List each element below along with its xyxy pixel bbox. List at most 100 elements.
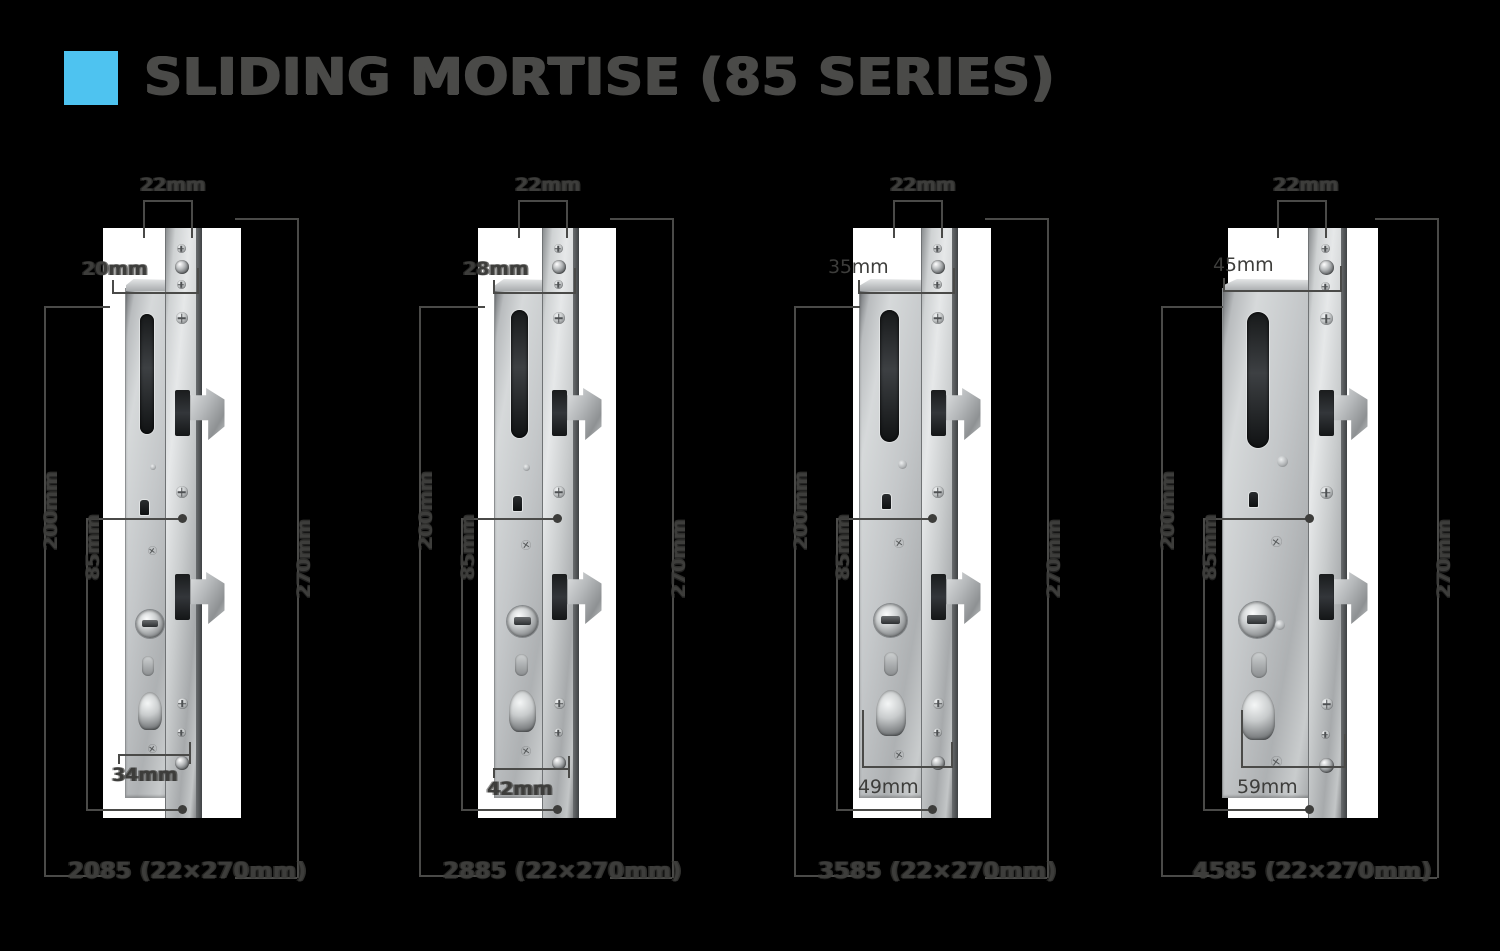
- dim-tick: [518, 200, 520, 238]
- dim-tick: [493, 768, 495, 778]
- dim-tick: [86, 518, 182, 520]
- dim-point-marker: [178, 805, 187, 814]
- dim-tick: [985, 877, 1047, 879]
- dim-tick: [1203, 518, 1309, 520]
- dim-tick: [235, 218, 297, 220]
- dim-tick: [197, 268, 199, 294]
- faceplate-screw: [175, 312, 188, 324]
- euro-profile-hole: [508, 690, 536, 732]
- dim-label-case-width: 42mm: [487, 778, 553, 800]
- dim-line-centers-outer: [44, 306, 46, 876]
- dim-label-overall: 270mm: [293, 519, 315, 598]
- lock-case: [1221, 288, 1314, 798]
- dim-label-case-width: 34mm: [112, 764, 178, 786]
- cylinder-hole: [1238, 602, 1275, 638]
- faceplate-screw: [553, 728, 563, 737]
- dim-line-backset: [493, 292, 575, 294]
- dim-tick: [941, 200, 943, 238]
- dim-line-case-width: [118, 754, 190, 756]
- product-card-4585[interactable]: 22mm 45mm 270mm 200mm 85mm 59mm 4585 (2: [1125, 150, 1500, 930]
- dim-tick: [836, 809, 932, 811]
- dim-tick: [189, 742, 191, 764]
- keyway-slot: [881, 494, 891, 509]
- faceplate-screw: [1319, 312, 1333, 325]
- dim-line-faceplate-width: [518, 200, 568, 202]
- dim-label-faceplate-width: 22mm: [515, 174, 581, 196]
- dim-label-centers-outer: 200mm: [415, 471, 437, 550]
- case-screw: [148, 546, 157, 555]
- dim-label-overall: 270mm: [668, 519, 690, 598]
- bolt-aperture: [1318, 574, 1334, 620]
- faceplate-hole: [1318, 260, 1334, 275]
- product-gallery: 22mm 20mm 270mm 200mm 85mm: [0, 150, 1500, 930]
- euro-profile-hole: [1240, 690, 1275, 740]
- faceplate-screw: [176, 728, 186, 737]
- faceplate-screw: [932, 244, 942, 253]
- faceplate: [164, 228, 202, 818]
- dim-tick: [951, 742, 953, 768]
- faceplate: [541, 228, 579, 818]
- lock-case: [858, 288, 931, 798]
- dim-tick: [1277, 200, 1279, 238]
- case-screw: [1271, 536, 1282, 547]
- dim-line-overall: [672, 218, 674, 878]
- faceplate-screw: [176, 244, 186, 253]
- pin-hole: [897, 460, 907, 469]
- case-screw: [521, 746, 531, 756]
- dim-line-overall: [297, 218, 299, 878]
- dim-label-centers-inner: 85mm: [832, 514, 854, 580]
- dim-label-faceplate-width: 22mm: [140, 174, 206, 196]
- faceplate-screw: [176, 280, 186, 289]
- dim-label-centers-inner: 85mm: [457, 514, 479, 580]
- case-screw: [521, 540, 531, 550]
- dim-tick: [461, 518, 557, 520]
- lock-illustration: [1221, 228, 1398, 818]
- dim-tick: [610, 877, 672, 879]
- faceplate-screw: [552, 486, 565, 498]
- dim-tick: [1375, 218, 1437, 220]
- dim-line-centers-inner: [836, 518, 838, 810]
- dim-label-overall: 270mm: [1043, 519, 1065, 598]
- dim-point-marker: [178, 514, 187, 523]
- dim-tick: [862, 710, 864, 768]
- dim-line-case-width: [1241, 766, 1345, 768]
- dim-line-faceplate-width: [143, 200, 193, 202]
- product-card-3585[interactable]: 22mm 35mm 270mm 200mm 85mm 49mm 3585 (2: [750, 150, 1125, 930]
- dim-label-backset: 28mm: [463, 258, 529, 280]
- faceplate-hole: [930, 260, 945, 274]
- dim-tick: [44, 306, 110, 308]
- dim-line-centers-outer: [794, 306, 796, 876]
- deadbolt-slot: [510, 310, 528, 438]
- keyway-slot: [512, 496, 522, 511]
- dim-line-backset: [112, 292, 198, 294]
- faceplate-hole: [1318, 758, 1334, 773]
- bolt-aperture: [930, 574, 946, 620]
- dim-tick: [118, 754, 120, 764]
- case-screw: [894, 750, 904, 760]
- dim-line-centers-inner: [1203, 518, 1205, 810]
- deadbolt-slot: [139, 314, 154, 434]
- lock-illustration: [852, 228, 1023, 818]
- deadbolt-slot: [1246, 312, 1269, 448]
- dim-tick: [419, 306, 485, 308]
- dim-label-faceplate-width: 22mm: [890, 174, 956, 196]
- dim-point-marker: [928, 805, 937, 814]
- bolt-aperture: [174, 390, 190, 436]
- dim-tick: [1161, 875, 1223, 877]
- faceplate-screw: [1320, 730, 1330, 739]
- dim-tick: [44, 875, 110, 877]
- dim-line-faceplate-width: [1277, 200, 1327, 202]
- bolt-aperture: [174, 574, 190, 620]
- product-card-2885[interactable]: 22mm 28mm 270mm 200mm 85mm 42mm 2885 (2: [375, 150, 750, 930]
- cylinder-hole: [135, 610, 164, 638]
- dim-line-backset: [858, 292, 954, 294]
- dim-tick: [112, 280, 114, 294]
- faceplate-screw: [1320, 698, 1333, 710]
- faceplate-screw: [932, 280, 942, 289]
- dim-tick: [1203, 809, 1309, 811]
- faceplate-screw: [553, 698, 565, 709]
- dim-line-backset: [1223, 290, 1341, 292]
- keyway-slot: [139, 500, 149, 515]
- product-card-2085[interactable]: 22mm 20mm 270mm 200mm 85mm: [0, 150, 375, 930]
